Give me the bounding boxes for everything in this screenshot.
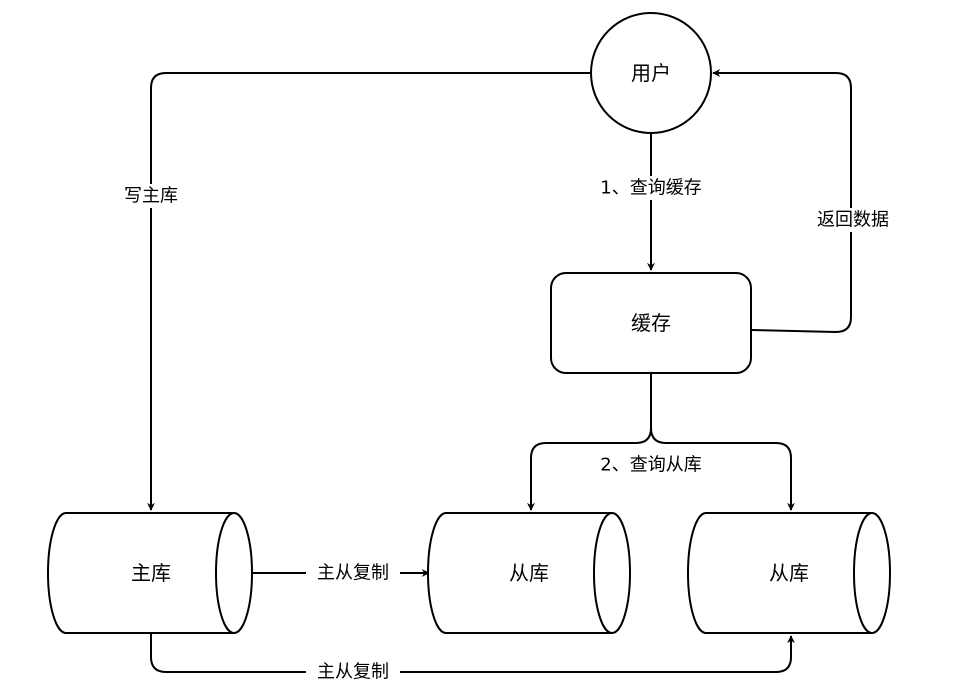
node-master-db-label: 主库 — [131, 561, 171, 585]
node-user-label: 用户 — [631, 61, 671, 85]
label-bg-query-slave — [590, 453, 712, 477]
node-user-circle — [590, 12, 712, 134]
label-bg-replication-2 — [306, 660, 400, 684]
node-cache: 缓存 — [550, 272, 752, 374]
edge-query-slave-2 — [650, 427, 795, 511]
node-cache-box — [550, 272, 752, 374]
node-user: 用户 — [590, 12, 712, 134]
edge-label-return-data: 返回数据 — [817, 210, 889, 231]
edge-label-query-slave: 2、查询从库 — [600, 455, 701, 476]
edge-query-slave-1 — [527, 373, 652, 511]
edge-replication-2 — [150, 633, 795, 673]
node-slave-db-1: 从库 — [427, 512, 631, 634]
edge-label-query-cache: 1、查询缓存 — [600, 178, 701, 199]
node-slave-db-1-cap — [593, 512, 613, 634]
node-slave-db-1-label: 从库 — [509, 561, 549, 585]
node-master-db-cap — [215, 512, 235, 634]
edge-label-replication-2: 主从复制 — [317, 662, 389, 683]
edge-write-master — [147, 72, 590, 511]
node-master-db: 主库 — [47, 512, 253, 634]
node-slave-db-2-label: 从库 — [769, 561, 809, 585]
label-bg-query-cache — [592, 176, 710, 200]
edge-return-data — [712, 69, 852, 334]
label-bg-return-data — [812, 208, 892, 232]
node-cache-label: 缓存 — [631, 311, 671, 335]
edge-label-replication-1: 主从复制 — [317, 563, 389, 584]
label-bg-write-master — [119, 184, 183, 208]
label-bg-replication-1 — [306, 561, 400, 585]
node-slave-db-2: 从库 — [687, 512, 891, 634]
edge-label-write-master: 写主库 — [124, 186, 178, 207]
node-slave-db-2-cap — [853, 512, 873, 634]
